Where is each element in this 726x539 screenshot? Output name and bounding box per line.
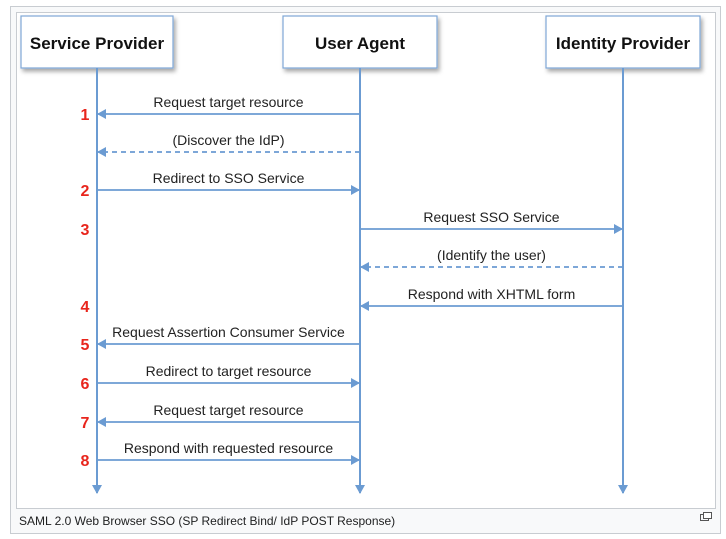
message-row: Redirect to SSO Service 2: [81, 170, 360, 200]
message-row: Redirect to target resource 6: [81, 363, 360, 393]
participant-box: [20, 15, 174, 69]
message-row: Respond with requested resource 8: [81, 440, 360, 470]
sequence-diagram: Service Provider User Agent Identity Provi…: [16, 12, 716, 509]
participant-box: [545, 15, 701, 69]
step-number: 3: [81, 222, 90, 239]
participant-label: Identity Provider: [556, 34, 691, 53]
message-row: (Discover the IdP): [97, 132, 360, 157]
step-number: 4: [81, 299, 90, 316]
message-label: Request Assertion Consumer Service: [112, 324, 345, 340]
message-row: Request target resource 1: [81, 94, 360, 124]
sequence-diagram-svg: Service Provider User Agent Identity Provi…: [20, 15, 701, 494]
step-number: 8: [81, 453, 90, 470]
message-label: Respond with requested resource: [124, 440, 334, 456]
step-number: 2: [81, 183, 90, 200]
message-label: Redirect to SSO Service: [153, 170, 305, 186]
message-label: Request target resource: [153, 94, 303, 110]
message-label: Request target resource: [153, 402, 303, 418]
participant-label: User Agent: [315, 34, 405, 53]
participant-ua: User Agent: [282, 15, 438, 69]
message-label: (Discover the IdP): [172, 132, 284, 148]
step-number: 6: [81, 376, 90, 393]
figure-caption: SAML 2.0 Web Browser SSO (SP Redirect Bi…: [19, 514, 396, 528]
step-number: 1: [81, 107, 90, 124]
message-row: Request Assertion Consumer Service 5: [81, 324, 360, 354]
participant-idp: Identity Provider: [545, 15, 701, 69]
message-label: (Identify the user): [437, 247, 546, 263]
message-label: Request SSO Service: [423, 209, 559, 225]
message-row: (Identify the user): [360, 247, 623, 272]
message-label: Redirect to target resource: [146, 363, 312, 379]
participant-label: Service Provider: [30, 34, 165, 53]
message-row: Request SSO Service 3: [81, 209, 623, 239]
message-row: Request target resource 7: [81, 402, 360, 432]
message-row: Respond with XHTML form 4: [81, 286, 623, 316]
step-number: 5: [81, 337, 90, 354]
message-label: Respond with XHTML form: [408, 286, 576, 302]
participant-sp: Service Provider: [20, 15, 174, 69]
step-number: 7: [81, 415, 90, 432]
enlarge-icon[interactable]: [699, 510, 713, 524]
